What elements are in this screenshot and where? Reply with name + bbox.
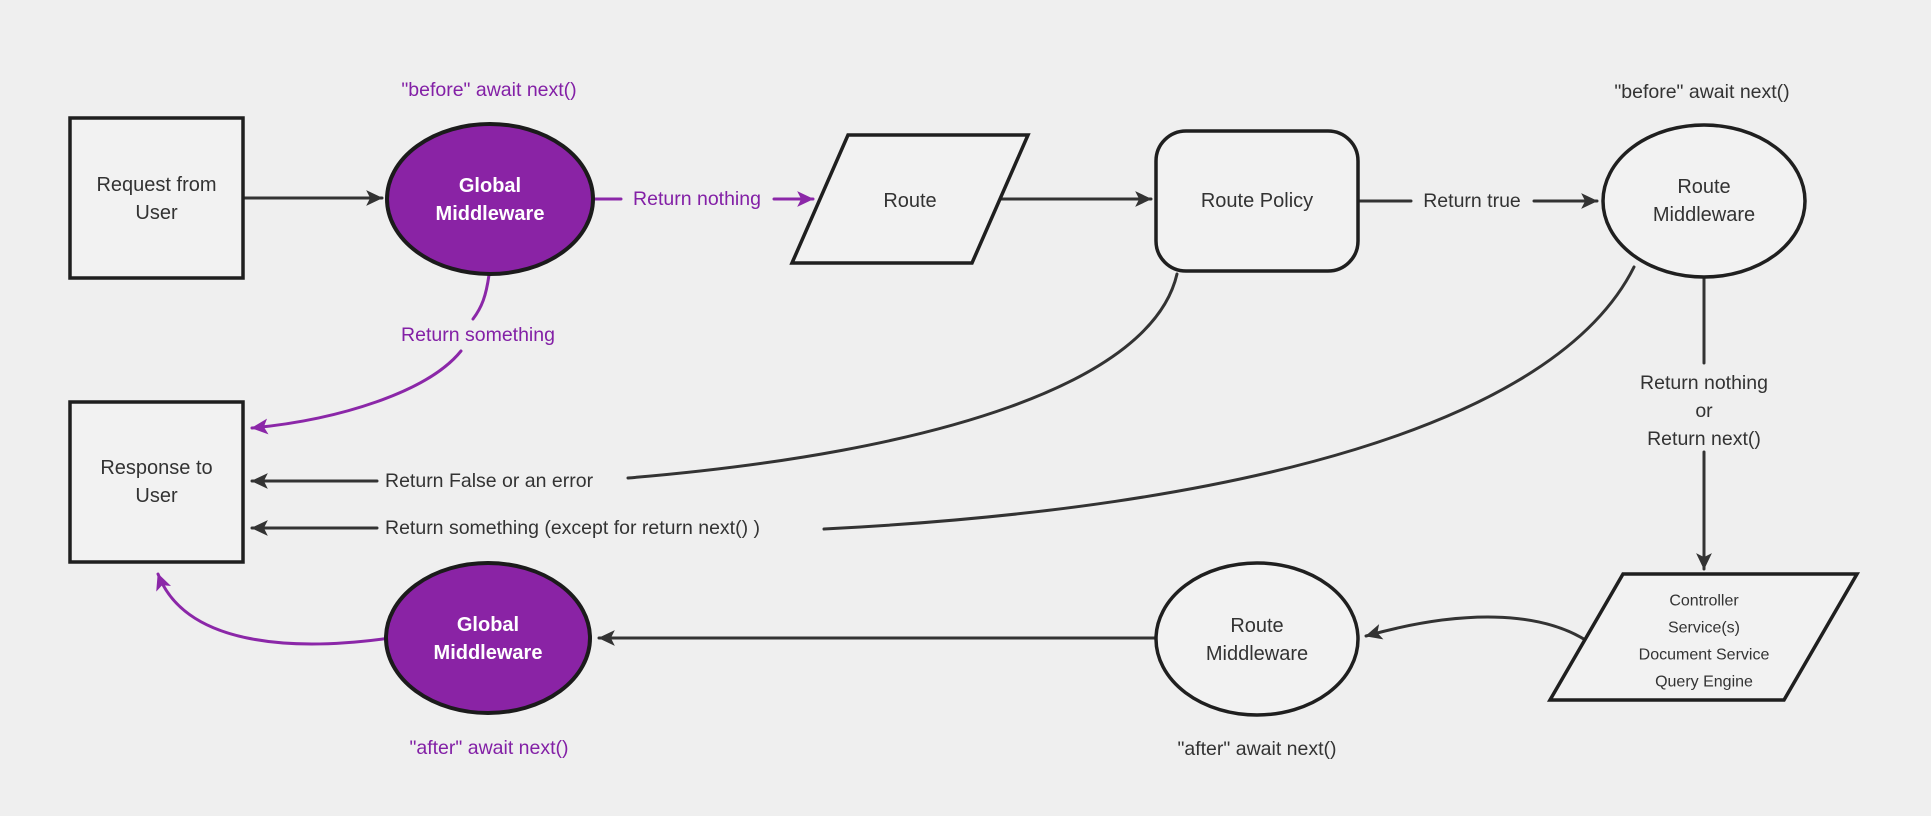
node-global-middleware-after-label-line2: Middleware bbox=[434, 642, 543, 664]
node-route-policy-label: Route Policy bbox=[1201, 190, 1313, 212]
node-global-middleware-after-label-line1: Global bbox=[457, 614, 519, 636]
node-global-middleware-before-label-line2: Middleware bbox=[436, 203, 545, 225]
edge-global-middleware-to-response-start bbox=[471, 273, 491, 321]
node-controller-services bbox=[1546, 572, 1861, 702]
node-route bbox=[789, 133, 1031, 265]
node-route-middleware-before-label-line1: Route bbox=[1677, 176, 1730, 198]
label-return-nothing-or-line1: Return nothing bbox=[1640, 372, 1768, 394]
node-route-middleware-before-label-line2: Middleware bbox=[1653, 204, 1755, 226]
label-return-something-except: Return something (except for return next… bbox=[385, 517, 760, 539]
node-controller-label-line4: Query Engine bbox=[1655, 674, 1753, 691]
nodes: Request from User Global Middleware Rout… bbox=[68, 116, 1861, 717]
node-route-policy bbox=[1154, 129, 1360, 273]
node-response-label-line2: User bbox=[135, 485, 178, 507]
label-return-false-or-error: Return False or an error bbox=[385, 470, 594, 492]
edge-global-middleware-after-to-response bbox=[156, 572, 392, 646]
label-return-nothing-or-line2: or bbox=[1695, 400, 1713, 422]
edge-controller-to-route-middleware-after bbox=[1364, 615, 1589, 643]
label-return-nothing-to-route: Return nothing bbox=[633, 188, 761, 210]
label-return-nothing-or-line3: Return next() bbox=[1647, 428, 1761, 450]
node-request-label-line1: Request from bbox=[96, 174, 216, 196]
node-controller-label-line3: Document Service bbox=[1639, 647, 1770, 664]
label-after-await-next-route: "after" await next() bbox=[1177, 738, 1336, 760]
node-request-label-line2: User bbox=[135, 202, 178, 224]
node-controller-label-line1: Controller bbox=[1669, 593, 1739, 610]
edge-labels: "before" await next() Return nothing Ret… bbox=[385, 79, 1790, 760]
edge-route-middleware-to-response-curve bbox=[822, 265, 1636, 531]
node-route-middleware-after-label-line2: Middleware bbox=[1206, 643, 1308, 665]
node-route-label: Route bbox=[883, 190, 936, 212]
edges bbox=[156, 190, 1712, 646]
label-after-await-next-global: "after" await next() bbox=[409, 737, 568, 759]
label-return-something: Return something bbox=[401, 324, 555, 346]
label-before-await-next-route: "before" await next() bbox=[1614, 81, 1789, 103]
edge-route-policy-to-response-curve bbox=[626, 272, 1179, 480]
node-global-middleware-before-label-line1: Global bbox=[459, 175, 521, 197]
node-route-middleware-after bbox=[1154, 561, 1360, 717]
node-global-middleware-before bbox=[385, 122, 595, 276]
node-response-label-line1: Response to bbox=[100, 457, 212, 479]
node-response-to-user bbox=[68, 400, 245, 564]
node-request-from-user bbox=[68, 116, 245, 280]
node-controller-label-line2: Service(s) bbox=[1668, 620, 1740, 637]
node-global-middleware-after bbox=[384, 561, 592, 715]
edge-global-middleware-to-response-end bbox=[250, 349, 463, 435]
label-before-await-next-global: "before" await next() bbox=[401, 79, 576, 101]
label-return-true: Return true bbox=[1423, 190, 1521, 212]
node-route-middleware-after-label-line1: Route bbox=[1230, 615, 1283, 637]
node-route-middleware-before bbox=[1601, 123, 1807, 279]
